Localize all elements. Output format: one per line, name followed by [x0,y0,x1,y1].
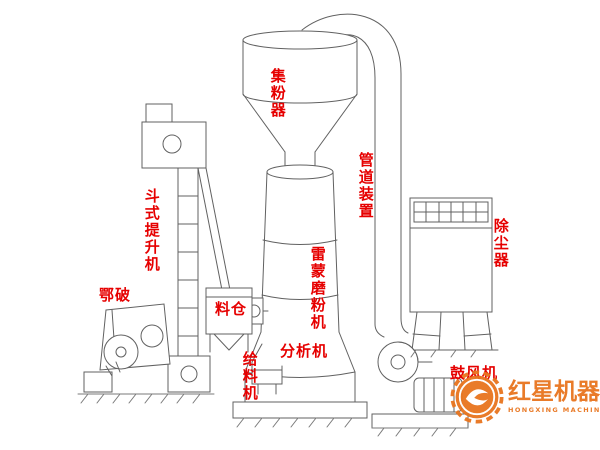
label-powder-collector: 集粉器 [268,68,287,119]
label-raymond-mill: 雷蒙磨粉机 [308,246,327,331]
label-jaw-crusher: 鄂破 [99,286,132,304]
jaw-crusher-machine [83,303,171,393]
gear-logo-icon [450,370,504,424]
cyclone-powder-collector [242,30,358,171]
blower-fan-machine [371,341,469,429]
brand-name-cn: 红星机器 [508,378,600,405]
hopper-bin [205,287,253,353]
label-pipeline-device: 管道装置 [356,152,375,220]
bucket-elevator-machine [141,103,231,393]
label-analyzer: 分析机 [280,342,329,360]
label-dust-collector: 除尘器 [491,218,510,269]
brand-watermark: 红星机器 HONGXING MACHINERY [450,370,600,424]
feeder-unit [251,343,283,395]
brand-name-en: HONGXING MACHINERY [508,406,600,415]
ground-lines [77,349,477,437]
label-hopper: 料仓 [215,300,248,318]
label-bucket-elevator: 斗式提升机 [142,188,161,273]
dust-collector-box [405,197,499,351]
label-feeder: 给料机 [240,351,259,402]
